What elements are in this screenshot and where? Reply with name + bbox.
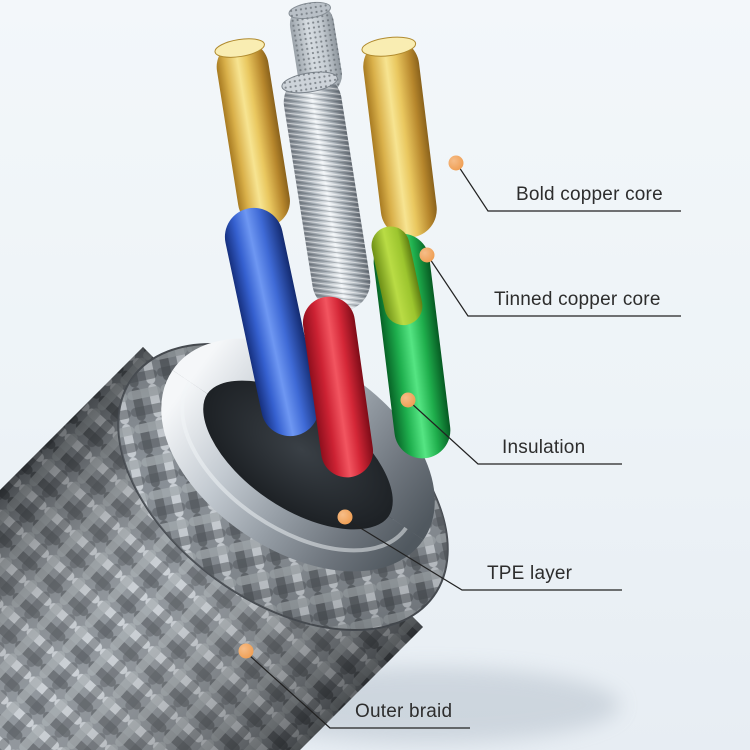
lime-wire: [371, 226, 423, 326]
label-insulation: Insulation: [502, 437, 586, 458]
label-tpe-layer: TPE layer: [487, 563, 573, 584]
callout-dot-tpe-layer: [337, 509, 353, 525]
tpe-ring-front-highlight: [180, 380, 408, 553]
copper-core-right-face: [361, 36, 417, 57]
red-wire: [302, 296, 374, 478]
callout-line-tpe-layer: [348, 520, 622, 591]
cable-interior: [197, 373, 399, 537]
callout-line-outer-braid: [248, 654, 470, 729]
wire-bundle: [214, 1, 451, 478]
blue-wire: [224, 207, 320, 437]
label-bold-copper-core: Bold copper core: [516, 184, 663, 205]
callout-line-bold-copper-core: [458, 166, 681, 212]
callout-line-tinned-copper-core: [429, 258, 681, 317]
label-tinned-copper-core: Tinned copper core: [494, 289, 661, 310]
callout-dot-insulation: [400, 392, 416, 408]
copper-core-left-face: [214, 38, 265, 58]
callout-dot-bold-copper-core: [448, 155, 464, 171]
callout-line-insulation: [410, 402, 622, 465]
label-outer-braid: Outer braid: [355, 701, 453, 722]
callout-lines: [248, 166, 681, 729]
copper-core-left: [214, 38, 290, 228]
callout-dot-outer-braid: [238, 643, 254, 659]
tinned-copper-wire: [281, 71, 371, 311]
callout-dots: [238, 155, 464, 659]
copper-core-right: [361, 36, 437, 238]
callout-dot-tinned-copper-core: [419, 247, 435, 263]
